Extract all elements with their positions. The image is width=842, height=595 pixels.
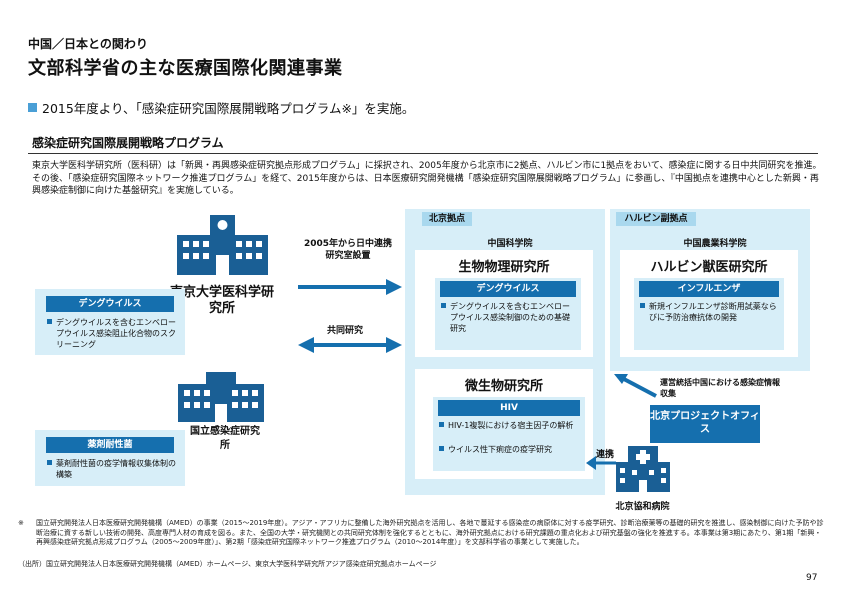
dengue-box-left: デングウイルス デングウイルスを含むエンベロープウイルス感染阻止化合物のスクリー… — [35, 289, 185, 355]
section-divider — [28, 153, 818, 154]
micro-item-2: ウイルス性下痢症の疫学研究 — [439, 444, 581, 455]
drug-box-left: 薬剤耐性菌 薬剤耐性菌の疫学情報収集体制の構築 — [35, 430, 185, 486]
bullet-square-icon — [28, 103, 37, 112]
micro-tag: HIV — [438, 400, 580, 416]
harbin-inner: インフルエンザ 新規インフルエンザ診断用試薬ならびに予防治療抗体の開発 — [634, 278, 784, 350]
dengue-tag: デングウイルス — [46, 296, 174, 312]
beijing-parent: 中国科学院 — [487, 239, 533, 249]
page-title: 文部科学省の主な医療国際化関連事業 — [28, 58, 343, 79]
beijing-label: 北京拠点 — [422, 212, 472, 226]
coop-label: 連携 — [596, 450, 615, 460]
harbin-item: 新規インフルエンザ診断用試薬ならびに予防治療抗体の開発 — [640, 301, 780, 323]
coop-arrow-icon — [586, 455, 616, 470]
biophys-inner: デングウイルス デングウイルスを含むエンベロープウイルス感染制御のための基礎研究 — [435, 278, 581, 350]
biophys-name: 生物物理研究所 — [458, 260, 550, 275]
micro-box: 微生物研究所 HIV HIV-1複製における宿主因子の解析 ウイルス性下痢症の疫… — [415, 369, 593, 479]
micro-name: 微生物研究所 — [464, 379, 543, 394]
dengue-item: デングウイルスを含むエンベロープウイルス感染阻止化合物のスクリーニング — [47, 317, 181, 350]
micro-inner: HIV HIV-1複製における宿主因子の解析 ウイルス性下痢症の疫学研究 — [433, 397, 585, 471]
drug-item: 薬剤耐性菌の疫学情報収集体制の構築 — [47, 458, 181, 480]
ops-label: 運営統括中国における感染症情報収集 — [660, 378, 780, 398]
biophys-tag: デングウイルス — [440, 281, 576, 297]
harbin-box: ハルビン獣医研究所 インフルエンザ 新規インフルエンザ診断用試薬ならびに予防治療… — [620, 250, 798, 357]
ops-arrow-icon — [612, 372, 657, 398]
biophys-item: デングウイルスを含むエンベロープウイルス感染制御のための基礎研究 — [441, 301, 577, 334]
section-body: 東京大学医科学研究所（医科研）は「新興・再興感染症研究拠点形成プログラム」に採択… — [32, 161, 822, 196]
footnote-text: 国立研究開発法人日本医療研究開発機構（AMED）の事業（2015～2019年度）… — [36, 519, 824, 546]
hospital-building-icon — [614, 440, 672, 492]
niid-name: 国立感染症研究所 — [190, 426, 260, 451]
lead-text: 2015年度より、「感染症研究国際展開戦略プログラム※」を実施。 — [42, 101, 415, 116]
footnote-mark: ※ — [18, 519, 24, 527]
establish-label: 2005年から日中連携研究室設置 — [303, 239, 393, 261]
biophys-box: 生物物理研究所 デングウイルス デングウイルスを含むエンベロープウイルス感染制御… — [415, 250, 593, 357]
source-text: （出所）国立研究開発法人日本医療研究開発機構（AMED）ホームページ、東京大学医… — [18, 560, 437, 568]
right-arrow-icon — [298, 279, 402, 295]
drug-tag: 薬剤耐性菌 — [46, 437, 174, 453]
page-subtitle: 中国／日本との関わり — [28, 37, 148, 51]
micro-item-1: HIV-1複製における宿主因子の解析 — [439, 420, 581, 431]
office-box[interactable]: 北京プロジェクトオフィス — [650, 405, 760, 443]
section-title: 感染症研究国際展開戦略プログラム — [32, 136, 224, 150]
double-arrow-icon — [298, 337, 402, 353]
hospital-name: 北京協和病院 — [615, 502, 670, 512]
harbin-name: ハルビン獣医研究所 — [650, 260, 768, 275]
joint-label: 共同研究 — [326, 326, 363, 336]
ims-name: 東京大学医科学研究所 — [169, 285, 274, 316]
niid-building-icon — [176, 370, 266, 422]
harbin-label: ハルビン副拠点 — [616, 212, 696, 226]
harbin-tag: インフルエンザ — [639, 281, 779, 297]
university-building-icon — [175, 213, 270, 275]
harbin-parent: 中国農業科学院 — [683, 239, 747, 249]
page-number: 97 — [806, 573, 818, 583]
